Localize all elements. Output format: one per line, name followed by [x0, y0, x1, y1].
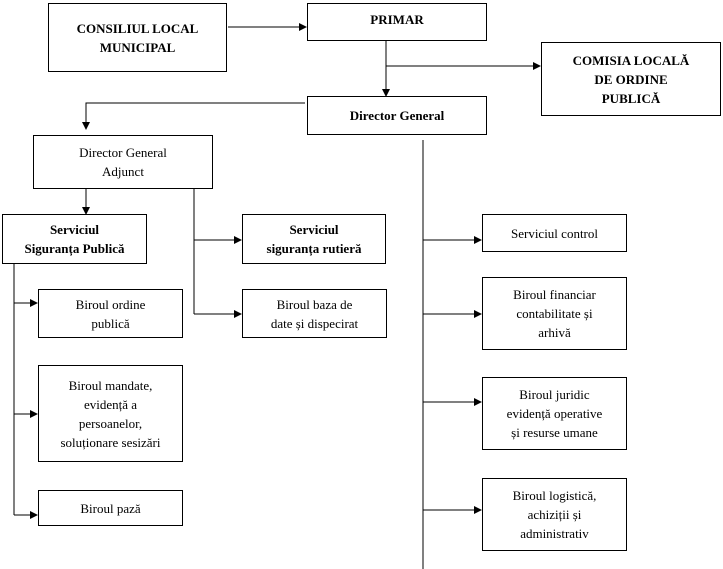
box-serviciul-siguranta-rutiera: Serviciul siguranța rutieră: [242, 214, 386, 264]
box-serviciul-siguranta-publica: Serviciul Siguranța Publică: [2, 214, 147, 264]
box-biroul-paza: Biroul pază: [38, 490, 183, 526]
box-logistica-label: Biroul logistică, achiziții și administr…: [512, 488, 597, 541]
box-serviciul-control: Serviciul control: [482, 214, 627, 252]
box-biroul-financiar: Biroul financiar contabilitate și arhivă: [482, 277, 627, 350]
box-biroul-mandate: Biroul mandate, evidență a persoanelor, …: [38, 365, 183, 462]
box-comisia-locala: COMISIA LOCALĂ DE ORDINE PUBLICĂ: [541, 42, 721, 116]
box-juridic-label: Biroul juridic evidență operative și res…: [506, 387, 603, 440]
box-mandate-label: Biroul mandate, evidență a persoanelor, …: [60, 377, 161, 450]
box-rutiera-label: Serviciul siguranța rutieră: [266, 222, 362, 256]
box-biroul-juridic: Biroul juridic evidență operative și res…: [482, 377, 627, 450]
box-consiliul-local: CONSILIUL LOCAL MUNICIPAL: [48, 3, 227, 72]
box-primar: PRIMAR: [307, 3, 487, 41]
box-consiliul-local-label: CONSILIUL LOCAL MUNICIPAL: [76, 20, 199, 55]
box-biroul-ordine-publica: Biroul ordine publică: [38, 289, 183, 338]
box-director-adjunct: Director General Adjunct: [33, 135, 213, 189]
box-director-adjunct-label: Director General Adjunct: [79, 145, 167, 179]
box-ordine-label: Biroul ordine publică: [75, 296, 146, 331]
box-comisia-locala-label: COMISIA LOCALĂ DE ORDINE PUBLICĂ: [572, 52, 690, 106]
box-director-general: Director General: [307, 96, 487, 135]
box-control-label: Serviciul control: [510, 225, 598, 241]
box-financiar-label: Biroul financiar contabilitate și arhivă: [513, 287, 596, 340]
arrow-director-adjunct: [82, 102, 305, 130]
box-director-general-label: Director General: [349, 108, 445, 123]
box-baza-date-label: Biroul baza de date și dispecirat: [270, 296, 359, 331]
box-ssp-label: Serviciul Siguranța Publică: [24, 222, 125, 256]
box-paza-label: Biroul pază: [80, 500, 141, 516]
box-biroul-logistica: Biroul logistică, achiziții și administr…: [482, 478, 627, 551]
box-biroul-baza-date: Biroul baza de date și dispecirat: [242, 289, 387, 338]
box-primar-label: PRIMAR: [370, 12, 424, 27]
